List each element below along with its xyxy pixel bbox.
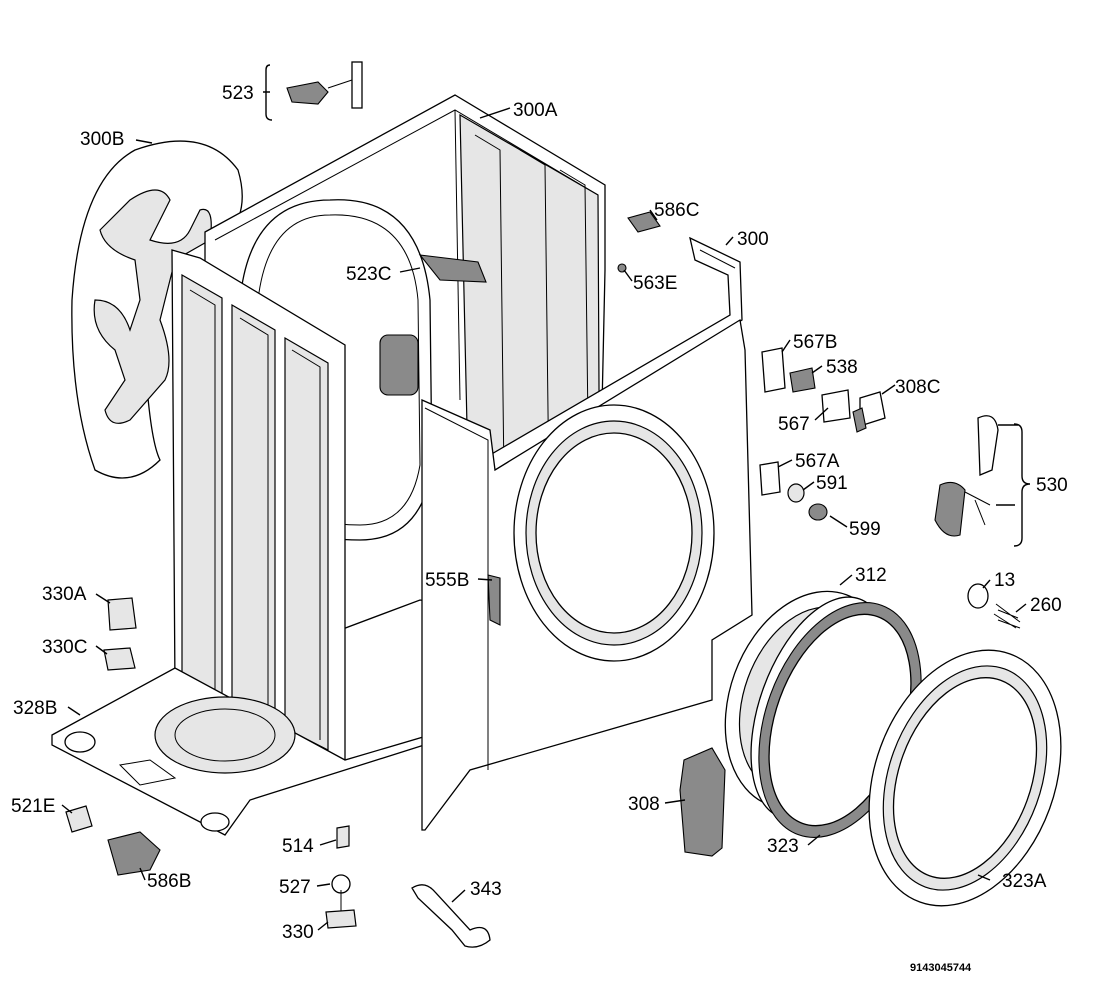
label-567b: 567B	[793, 332, 837, 353]
label-599: 599	[849, 519, 881, 540]
label-260: 260	[1030, 595, 1062, 616]
label-308: 308	[628, 794, 660, 815]
label-586b: 586B	[147, 871, 191, 892]
label-523c: 523C	[346, 264, 391, 285]
label-527: 527	[279, 877, 311, 898]
leveling-foot-drawing	[325, 825, 357, 929]
label-567a: 567A	[795, 451, 840, 472]
label-330c: 330C	[42, 637, 87, 658]
front-panel-drawing	[421, 318, 753, 831]
clip-586c-drawing	[627, 211, 661, 233]
part-labels: 523 300A 300B 586C 300 523C 563E 567B 53…	[11, 83, 1068, 974]
rear-panel-drawing	[71, 140, 243, 479]
leader-lines	[61, 64, 1031, 931]
label-13: 13	[994, 570, 1015, 591]
small-parts-drawing	[759, 347, 886, 521]
door-ring-drawing	[724, 590, 1062, 907]
label-323a: 323A	[1002, 871, 1047, 892]
label-328b: 328B	[13, 698, 57, 719]
label-523: 523	[222, 83, 254, 104]
label-312: 312	[855, 565, 887, 586]
door-lock-530-drawing	[934, 415, 999, 537]
bracket-523-drawing	[286, 61, 363, 109]
label-308c: 308C	[895, 377, 940, 398]
label-567: 567	[778, 414, 810, 435]
label-563e: 563E	[633, 273, 677, 294]
label-555b: 555B	[425, 570, 469, 591]
wrench-343-drawing	[411, 884, 491, 948]
label-343: 343	[470, 879, 502, 900]
hinge-308-drawing	[679, 747, 726, 857]
label-330a: 330A	[42, 584, 87, 605]
label-323: 323	[767, 836, 799, 857]
label-530: 530	[1036, 475, 1068, 496]
label-591: 591	[816, 473, 848, 494]
document-code: 9143045744	[910, 962, 972, 974]
label-521e: 521E	[11, 796, 55, 817]
bushing-spring-drawing	[967, 583, 1021, 629]
label-300b: 300B	[80, 129, 124, 150]
label-330: 330	[282, 922, 314, 943]
label-300: 300	[737, 229, 769, 250]
label-586c: 586C	[654, 200, 699, 221]
label-300a: 300A	[513, 100, 558, 121]
foot-and-switch-drawing	[65, 597, 161, 876]
label-538: 538	[826, 357, 858, 378]
label-514: 514	[282, 836, 314, 857]
side-panel-drawing	[171, 249, 346, 771]
